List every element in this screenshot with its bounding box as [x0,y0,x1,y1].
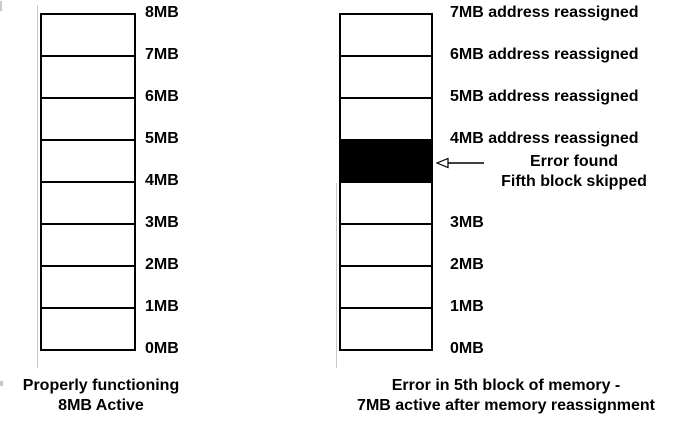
memory-scale-label: 3MB [145,214,179,231]
memory-scale-label: 7MB address reassigned [450,4,639,21]
memory-block [42,57,134,99]
memory-block [42,267,134,309]
artifact-mark [0,381,3,386]
memory-block [42,309,134,349]
memory-block [42,15,134,57]
memory-block [42,141,134,183]
memory-stack-error [339,13,433,351]
memory-scale-label: 8MB [145,4,179,21]
left-caption-line1: Properly functioning [22,377,180,394]
guide-line-right [336,183,337,368]
memory-scale-label: 2MB [450,256,484,273]
memory-block [341,15,431,57]
memory-block [341,99,431,141]
memory-block [341,57,431,99]
memory-scale-label: 4MB [145,172,179,189]
memory-scale-label: 7MB [145,46,179,63]
memory-scale-label: 1MB [145,298,179,315]
error-note-line1: Error found [529,153,618,170]
memory-scale-label: 3MB [450,214,484,231]
memory-block [42,183,134,225]
memory-scale-label: 6MB [145,88,179,105]
memory-scale-label: 4MB address reassigned [450,130,639,147]
memory-scale-label: 5MB [145,130,179,147]
memory-block-error [341,141,431,183]
memory-scale-label: 5MB address reassigned [450,88,639,105]
memory-scale-label: 2MB [145,256,179,273]
memory-scale-label: 1MB [450,298,484,315]
error-pointer-arrow-icon [436,157,484,169]
guide-line-left [37,5,38,368]
error-note: Error found Fifth block skipped [501,152,647,192]
memory-scale-label: 0MB [145,340,179,357]
memory-stack-working [40,13,136,351]
memory-block [341,309,431,349]
left-caption-line2: 8MB Active [58,397,144,414]
memory-block [42,99,134,141]
left-caption: Properly functioning 8MB Active [23,376,179,416]
memory-block [341,183,431,225]
memory-scale-label: 6MB address reassigned [450,46,639,63]
right-caption-line2: 7MB active after memory reassignment [357,397,655,414]
right-caption: Error in 5th block of memory - 7MB activ… [357,376,655,416]
memory-block [42,225,134,267]
right-caption-line1: Error in 5th block of memory - [391,377,621,394]
memory-scale-label: 0MB [450,340,484,357]
error-note-line2: Fifth block skipped [501,173,647,190]
memory-block [341,225,431,267]
artifact-mark [0,1,2,11]
memory-block [341,267,431,309]
